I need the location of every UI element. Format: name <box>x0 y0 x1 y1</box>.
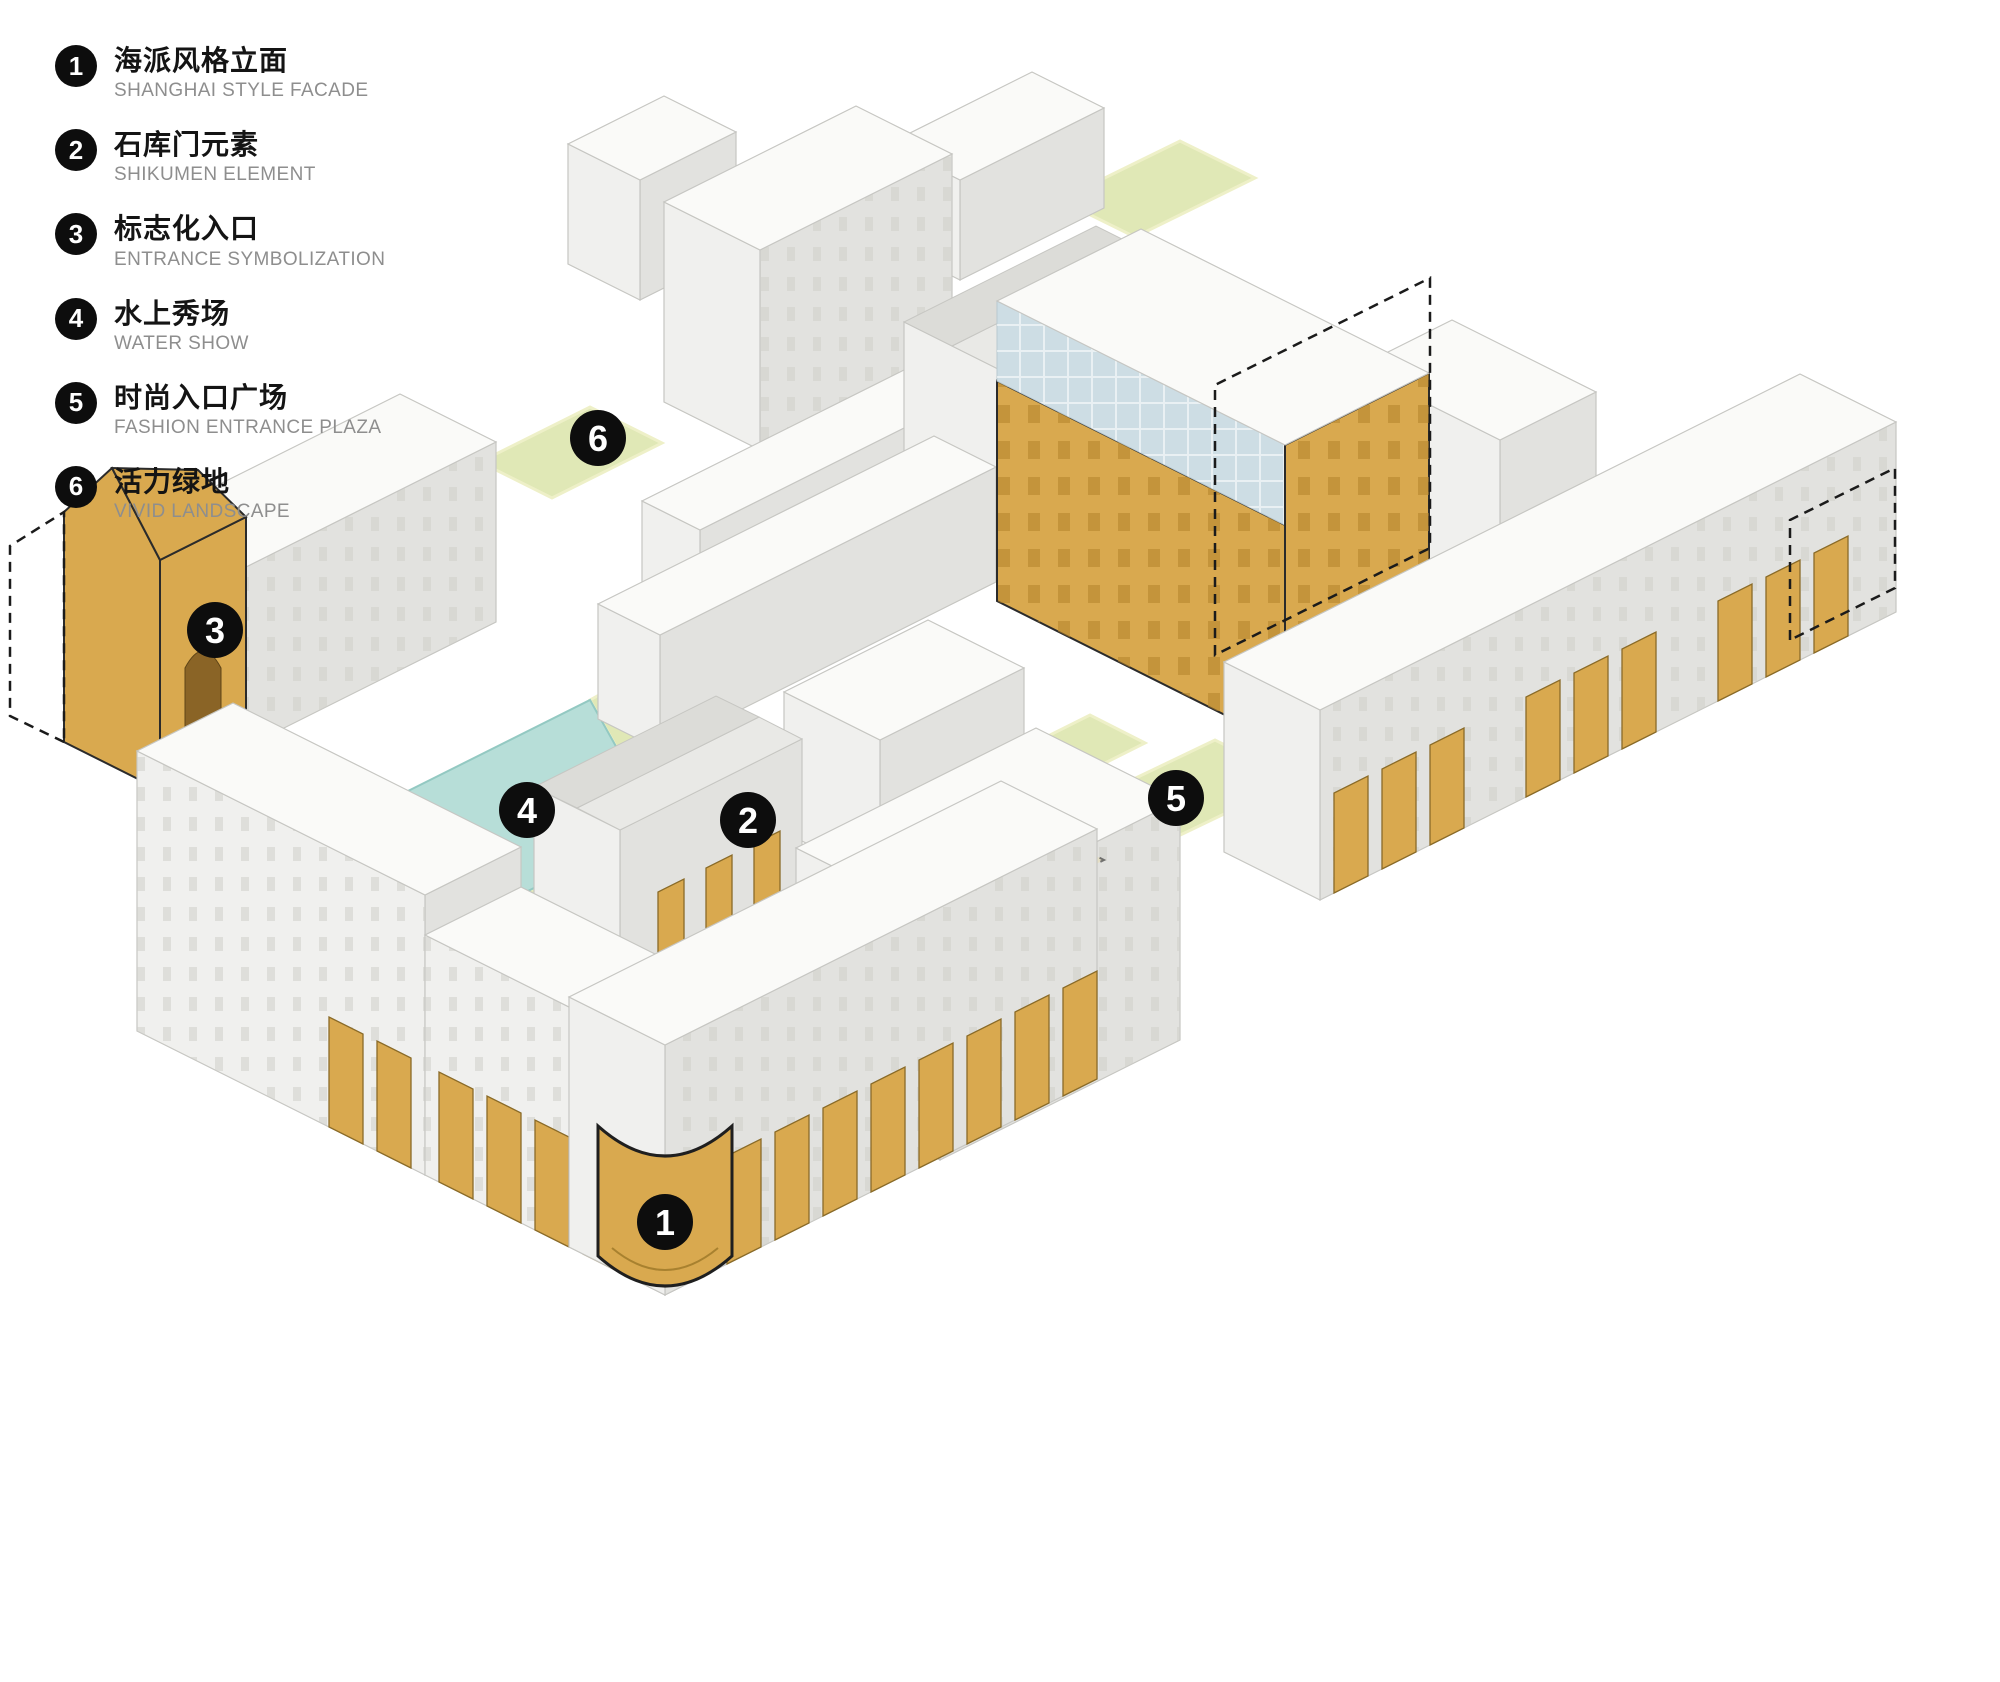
marker-6: 6 <box>570 410 626 466</box>
green-patch-ne <box>1056 139 1259 239</box>
legend-label-en-3: ENTRANCE SYMBOLIZATION <box>114 248 386 270</box>
legend-badge-4: 4 <box>55 297 97 340</box>
svg-text:3: 3 <box>205 610 225 651</box>
legend-item-1: 1 海派风格立面 SHANGHAI STYLE FACADE <box>55 45 385 102</box>
legend-badge-1: 1 <box>55 45 97 87</box>
svg-text:5: 5 <box>1166 778 1186 819</box>
legend-label-zh-2: 石库门元素 <box>114 129 260 161</box>
marker-3: 3 <box>187 602 243 658</box>
legend-badge-2: 2 <box>55 129 97 172</box>
northwest-range <box>8 393 498 792</box>
legend-label-zh-5: 时尚入口广场 <box>114 381 289 413</box>
legend-label-en-2: SHIKUMEN ELEMENT <box>114 164 316 186</box>
legend-label-en-1: SHANGHAI STYLE FACADE <box>114 80 369 102</box>
marker-5: 5 <box>1148 770 1204 826</box>
legend-item-4: 4 水上秀场 WATER SHOW <box>55 297 385 355</box>
legend-label-en-6: VIVID LANDSCAPE <box>114 501 290 523</box>
legend-item-6: 6 活力绿地 VIVID LANDSCAPE <box>55 465 385 523</box>
legend-badge-5: 5 <box>55 381 97 424</box>
legend-badge-3: 3 <box>55 213 97 256</box>
legend-label-zh-6: 活力绿地 <box>114 465 231 497</box>
legend-item-3: 3 标志化入口 ENTRANCE SYMBOLIZATION <box>55 213 385 270</box>
dashed-volume-west <box>8 509 66 744</box>
legend-item-5: 5 时尚入口广场 FASHION ENTRANCE PLAZA <box>55 381 385 439</box>
green-patch-nw <box>476 405 666 500</box>
svg-text:1: 1 <box>655 1202 675 1243</box>
svg-text:2: 2 <box>738 800 758 841</box>
legend-label-en-5: FASHION ENTRANCE PLAZA <box>114 416 382 438</box>
legend-label-zh-4: 水上秀场 <box>114 297 231 329</box>
legend-badge-6: 6 <box>55 465 97 508</box>
legend-label-zh-3: 标志化入口 <box>114 213 260 245</box>
svg-text:4: 4 <box>517 790 537 831</box>
svg-text:6: 6 <box>588 418 608 459</box>
marker-1: 1 <box>637 1194 693 1250</box>
north-building-cluster <box>566 71 1194 751</box>
east-rowhouses <box>1222 373 1898 901</box>
dashed-volume-gold <box>1213 275 1432 658</box>
legend-label-en-4: WATER SHOW <box>114 332 249 354</box>
legend-label-zh-1: 海派风格立面 <box>114 45 289 76</box>
dashed-volume-east <box>1788 465 1897 643</box>
marker-2: 2 <box>720 792 776 848</box>
marker-4: 4 <box>499 782 555 838</box>
legend-item-2: 2 石库门元素 SHIKUMEN ELEMENT <box>55 129 385 186</box>
legend: 1 海派风格立面 SHANGHAI STYLE FACADE 2 石库门元素 S… <box>55 45 385 523</box>
